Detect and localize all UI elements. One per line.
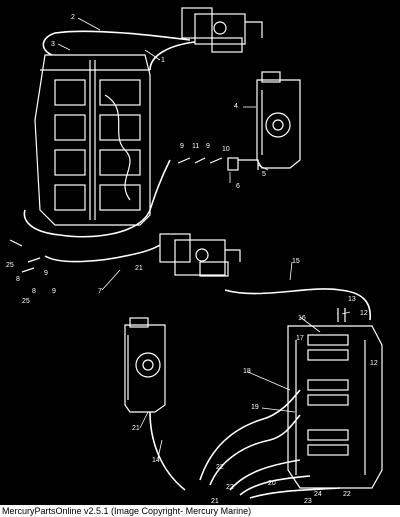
callout-9: 9 — [44, 270, 48, 277]
callout-21: 21 — [211, 498, 219, 505]
callout-22: 22 — [226, 484, 234, 491]
callout-25: 25 — [6, 262, 14, 269]
engine-block — [34, 54, 151, 226]
callout-13: 13 — [348, 296, 356, 303]
callout-24: 24 — [314, 491, 322, 498]
diagram-drawing — [9, 7, 383, 499]
callout-23: 23 — [304, 498, 312, 505]
callout-16: 16 — [298, 315, 306, 322]
callout-4: 4 — [234, 103, 238, 110]
callout-9: 9 — [180, 143, 184, 150]
callout-9: 9 — [52, 288, 56, 295]
callout-22: 22 — [216, 464, 224, 471]
callout-2: 2 — [71, 14, 75, 21]
upper-separator — [256, 71, 301, 169]
leader-lines — [57, 17, 351, 459]
callout-6: 6 — [236, 183, 240, 190]
callout-21: 21 — [132, 425, 140, 432]
copyright-footer: MercuryPartsOnline v2.5.1 (Image Copyrig… — [0, 505, 400, 517]
lower-separator — [124, 317, 166, 413]
callout-17: 17 — [296, 335, 304, 342]
intake-plate — [287, 325, 383, 489]
callout-19: 19 — [251, 404, 259, 411]
hoses — [23, 30, 371, 499]
callout-1: 1 — [161, 57, 165, 64]
callout-8: 8 — [16, 276, 20, 283]
callout-5: 5 — [262, 171, 266, 178]
callout-9: 9 — [206, 143, 210, 150]
callout-10: 10 — [222, 146, 230, 153]
callout-3: 3 — [51, 41, 55, 48]
callout-20: 20 — [268, 480, 276, 487]
callout-7: 7 — [98, 288, 102, 295]
callout-21: 21 — [135, 265, 143, 272]
callout-14: 14 — [152, 457, 160, 464]
top-pump-assembly — [181, 7, 263, 53]
lower-pump-assembly — [159, 233, 241, 277]
parts-diagram: 2 3 1 4 9 11 9 10 5 6 21 15 25 8 9 8 9 7… — [0, 0, 400, 505]
callout-15: 15 — [292, 258, 300, 265]
fittings — [9, 157, 346, 322]
callout-12: 12 — [370, 360, 378, 367]
callout-12: 12 — [360, 310, 368, 317]
callout-18: 18 — [243, 368, 251, 375]
callout-11: 11 — [192, 143, 200, 150]
callout-25: 25 — [22, 298, 30, 305]
callout-8: 8 — [32, 288, 36, 295]
callout-22: 22 — [343, 491, 351, 498]
